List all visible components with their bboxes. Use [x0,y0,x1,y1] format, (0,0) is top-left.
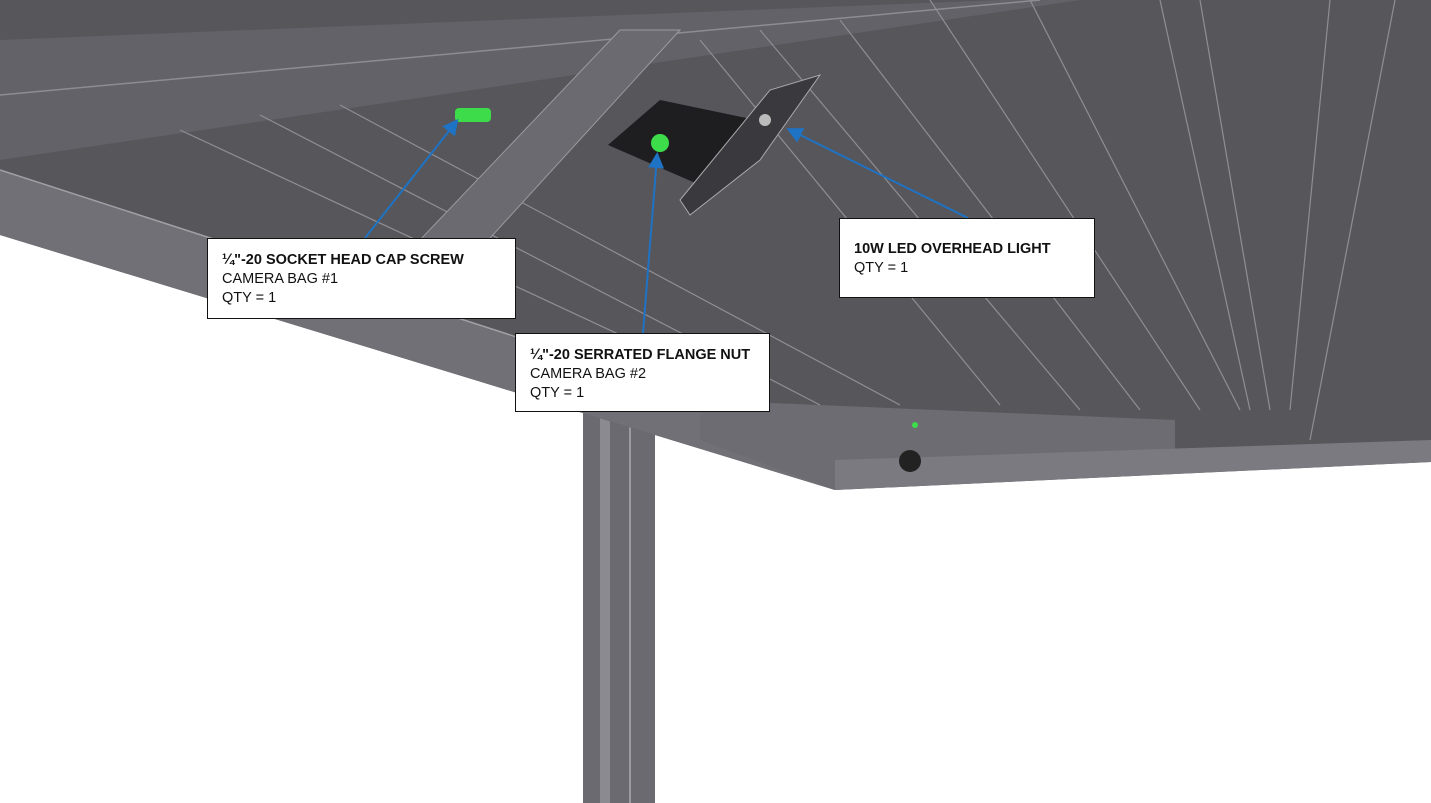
leader-line-screw [364,118,459,239]
callout-bag: CAMERA BAG #1 [222,271,339,287]
support-leg [583,410,655,803]
socket-head-cap-screw [455,108,491,122]
callout-led-overhead-light: 10W LED OVERHEAD LIGHT QTY = 1 [839,218,1095,298]
callout-qty: QTY = 1 [854,260,909,276]
callout-serrated-flange-nut: ¼"-20 SERRATED FLANGE NUT CAMERA BAG #2 … [515,333,770,412]
leader-line-nut [642,152,665,334]
side-beam [700,400,1175,490]
ceiling-panel [0,0,1431,490]
serrated-flange-nut [651,134,669,152]
callout-title: ¼"-20 SERRATED FLANGE NUT [530,347,751,363]
callout-title: ¼"-20 SOCKET HEAD CAP SCREW [222,252,464,268]
callout-qty: QTY = 1 [530,385,585,401]
callout-title: 10W LED OVERHEAD LIGHT [854,241,1051,257]
camera-device [899,450,921,472]
led-light-fixture [608,74,822,216]
callout-qty: QTY = 1 [222,290,277,306]
callout-bag: CAMERA BAG #2 [530,366,647,382]
leader-line-light [786,128,969,219]
callout-socket-head-cap-screw: ¼"-20 SOCKET HEAD CAP SCREW CAMERA BAG #… [207,238,516,319]
